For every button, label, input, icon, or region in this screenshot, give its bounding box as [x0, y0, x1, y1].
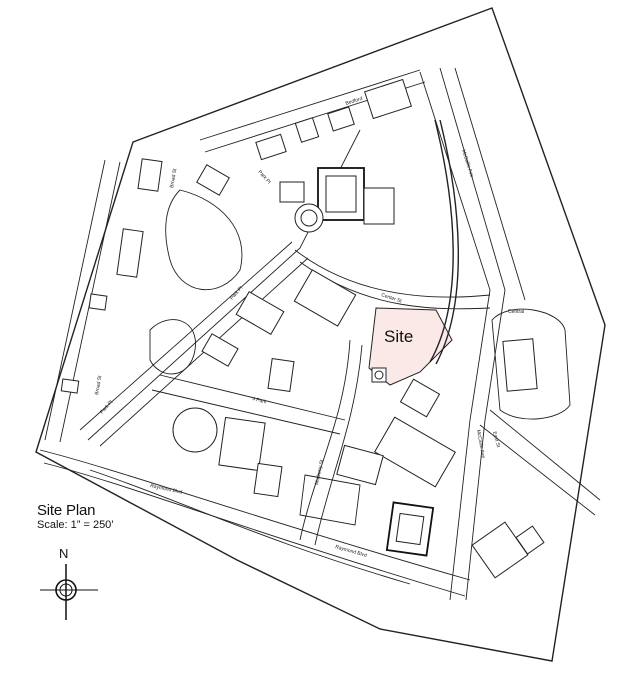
street-label-park-pl-mid: Park Pl [229, 285, 244, 301]
map-scale: Scale: 1” = 250’ [37, 519, 114, 531]
middle-buildings [201, 269, 357, 392]
broad-st-buildings [60, 158, 163, 394]
site-adjacent-buildings [371, 367, 441, 418]
mulberry-st-road [299, 339, 363, 546]
street-label-mccallie-n: McCallie Ave [460, 149, 475, 178]
street-label-park-pl-s: Park Pl [99, 399, 114, 415]
central-campus-building [279, 167, 395, 233]
east-parcel [471, 308, 571, 579]
street-label-mulberry: Mulberry St [314, 459, 325, 486]
street-label-central: Central [508, 309, 524, 315]
round-building [172, 407, 283, 498]
southeast-buildings [299, 416, 456, 557]
street-label-broad-n: Broad St [169, 168, 178, 189]
map-boundary [35, 7, 606, 662]
street-label-broad-s: Broad St [94, 375, 103, 396]
title-block: Site Plan Scale: 1” = 250’ [37, 502, 114, 532]
east-road [479, 409, 601, 516]
street-label-fourth: 4 Park [252, 396, 268, 405]
site-parcel [368, 307, 453, 386]
raymond-blvd-road [39, 449, 471, 597]
north-buildings [255, 78, 412, 161]
site-label: Site [384, 327, 414, 346]
fourth-road [151, 374, 346, 435]
street-label-mccallie-s: McCallie Ave [475, 429, 486, 459]
street-label-park-pl-n: Park Pl [257, 169, 272, 185]
north-arrow-icon [40, 564, 98, 620]
street-label-east-st: East St [491, 431, 501, 449]
north-label: N [59, 546, 69, 561]
map-title: Site Plan [37, 502, 96, 519]
street-label-bedford: Bedford [345, 96, 364, 107]
west-park [149, 164, 243, 375]
